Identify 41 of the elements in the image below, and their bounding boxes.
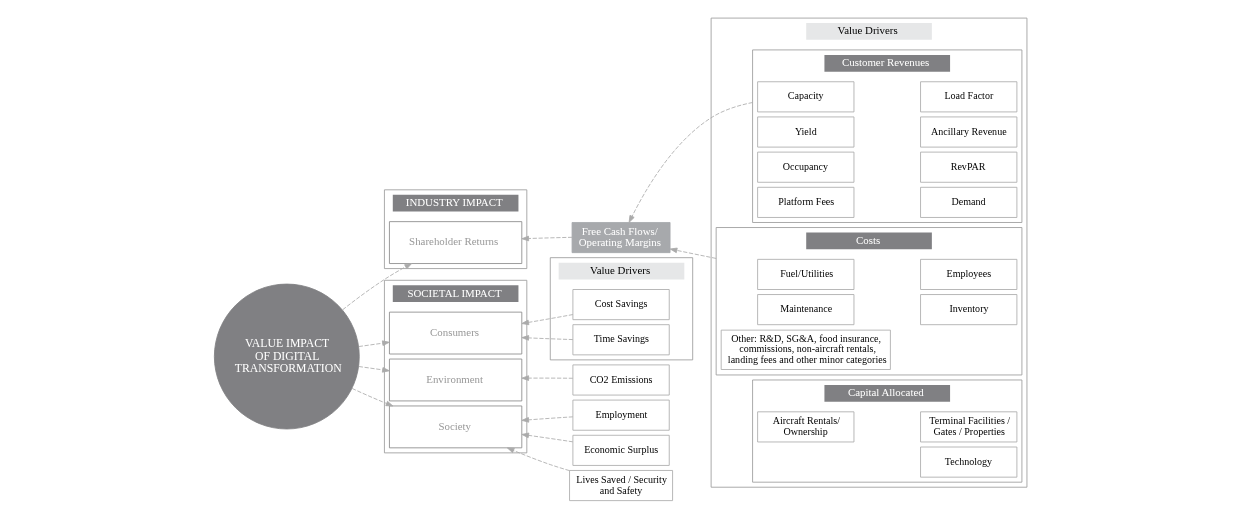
- arrow: [351, 387, 393, 407]
- node-box: Time Savings: [572, 324, 670, 356]
- arrow: [520, 416, 573, 423]
- node-box: Aircraft Rentals/ Ownership: [756, 411, 854, 443]
- node-box: Ancillary Revenue: [919, 116, 1017, 148]
- node-box: Yield: [756, 116, 854, 148]
- arrow: [520, 335, 573, 341]
- arrow: [520, 432, 573, 443]
- node-box: Occupancy: [756, 151, 854, 183]
- node-box: Maintenance: [756, 294, 854, 326]
- node-box: CO2 Emissions: [572, 364, 670, 396]
- arrow: [628, 102, 753, 223]
- arrow: [520, 314, 573, 326]
- node-circle: VALUE IMPACT OF DIGITAL TRANSFORMATION: [213, 283, 360, 430]
- arrow: [669, 247, 717, 259]
- node-box: Capacity: [756, 81, 854, 113]
- arrow: [357, 340, 390, 347]
- node-box: Environment: [388, 358, 522, 402]
- node-box: Inventory: [919, 294, 1017, 326]
- node-box: Employment: [572, 399, 670, 431]
- node-box: Other: R&D, SG&A, food insurance, commissions, non-aircraft rentals, landing fees and other minor categories: [720, 329, 891, 370]
- node-box: Shareholder Returns: [388, 221, 522, 264]
- node-box: Consumers: [388, 311, 522, 355]
- node-box: RevPAR: [919, 151, 1017, 183]
- arrow: [520, 235, 572, 242]
- node-box: Society: [388, 405, 522, 449]
- arrow: [520, 375, 573, 381]
- node-box: Demand: [919, 186, 1017, 218]
- arrow: [341, 263, 412, 311]
- node-box: Platform Fees: [756, 186, 854, 218]
- arrow: [506, 447, 570, 472]
- arrow: [357, 366, 390, 373]
- node-box: Economic Surplus: [572, 434, 670, 466]
- node-box: Terminal Facilities / Gates / Properties: [919, 411, 1017, 443]
- node-box: Cost Savings: [572, 289, 670, 321]
- node-box: Free Cash Flows/ Operating Margins: [571, 222, 670, 254]
- node-box: Technology: [919, 446, 1017, 478]
- node-box: Employees: [919, 258, 1017, 290]
- node-box: Fuel/Utilities: [756, 258, 854, 290]
- node-box: Load Factor: [919, 81, 1017, 113]
- node-box: Lives Saved / Security and Safety: [568, 470, 673, 502]
